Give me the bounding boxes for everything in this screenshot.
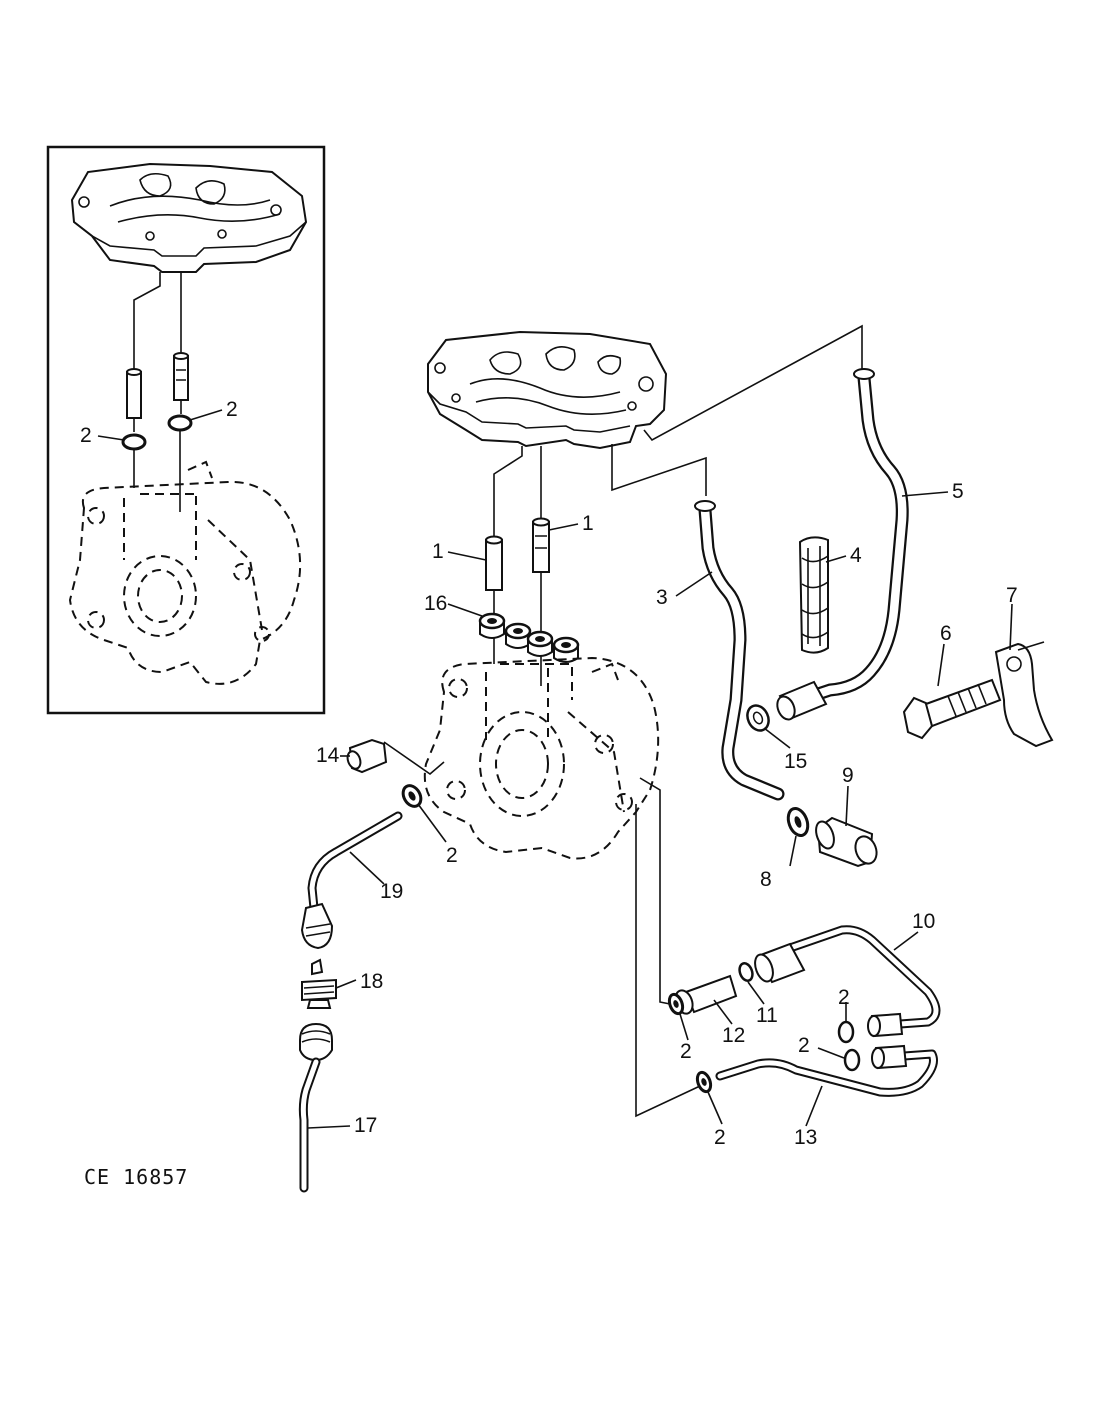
callout-12: 12 bbox=[722, 1024, 745, 1047]
ring-8 bbox=[786, 806, 810, 838]
callout-15: 15 bbox=[784, 750, 807, 773]
plug-14 bbox=[346, 738, 388, 774]
washer-15 bbox=[746, 704, 770, 732]
washers-2-right bbox=[837, 1020, 861, 1072]
clamp-7 bbox=[994, 641, 1054, 748]
pipe-13 bbox=[695, 1044, 938, 1097]
callout-6: 6 bbox=[940, 622, 952, 645]
pipe-5 bbox=[776, 368, 909, 721]
inset-head-plate bbox=[70, 162, 308, 273]
callout-3: 3 bbox=[656, 586, 668, 609]
pipe-10 bbox=[754, 925, 941, 1038]
inset-pins bbox=[126, 352, 189, 432]
callout-13: 13 bbox=[794, 1126, 817, 1149]
callout-16: 16 bbox=[424, 592, 447, 615]
callout-2: 2 bbox=[80, 424, 92, 447]
callout-7: 7 bbox=[1006, 584, 1018, 607]
callout-2: 2 bbox=[446, 844, 458, 867]
callout-1: 1 bbox=[432, 540, 444, 563]
inset-view bbox=[46, 145, 326, 715]
tube-17 bbox=[298, 1022, 333, 1193]
seals bbox=[478, 612, 580, 663]
inset-washers bbox=[121, 414, 193, 512]
bolt-12 bbox=[667, 974, 738, 1016]
main-head-plate bbox=[427, 330, 668, 450]
callout-leaders bbox=[97, 409, 1013, 1129]
lower-leader-lines bbox=[635, 777, 701, 1118]
callout-18: 18 bbox=[360, 970, 383, 993]
callout-9: 9 bbox=[842, 764, 854, 787]
pipe-3 bbox=[694, 500, 785, 801]
main-pump-housing bbox=[423, 656, 660, 860]
callout-11: 11 bbox=[756, 1004, 778, 1027]
inset-pump-housing bbox=[68, 460, 302, 685]
callout-2: 2 bbox=[838, 986, 850, 1009]
pins bbox=[485, 517, 550, 591]
ring-11 bbox=[738, 962, 754, 982]
callout-2: 2 bbox=[680, 1040, 692, 1063]
callout-4: 4 bbox=[850, 544, 862, 567]
callout-8: 8 bbox=[760, 868, 772, 891]
callout-19: 19 bbox=[380, 880, 403, 903]
washer-2-left bbox=[401, 784, 423, 808]
callout-5: 5 bbox=[952, 480, 964, 503]
figure-code: CE 16857 bbox=[84, 1165, 188, 1189]
sleeve-4 bbox=[798, 536, 829, 654]
callout-2: 2 bbox=[798, 1034, 810, 1057]
callout-1: 1 bbox=[582, 512, 594, 535]
callout-17: 17 bbox=[354, 1114, 377, 1137]
callout-10: 10 bbox=[912, 910, 935, 933]
callout-2: 2 bbox=[714, 1126, 726, 1149]
callout-labels: 2 2 1 1 16 3 4 5 7 6 15 9 8 14 2 19 18 1… bbox=[80, 398, 1018, 1149]
nut-9 bbox=[815, 816, 878, 868]
callout-14: 14 bbox=[316, 744, 340, 767]
callout-2: 2 bbox=[226, 398, 238, 421]
bolt-6 bbox=[902, 678, 1002, 740]
fitting-18 bbox=[301, 958, 337, 1009]
main-leader-lines bbox=[493, 324, 863, 686]
tube-19 bbox=[300, 811, 403, 950]
